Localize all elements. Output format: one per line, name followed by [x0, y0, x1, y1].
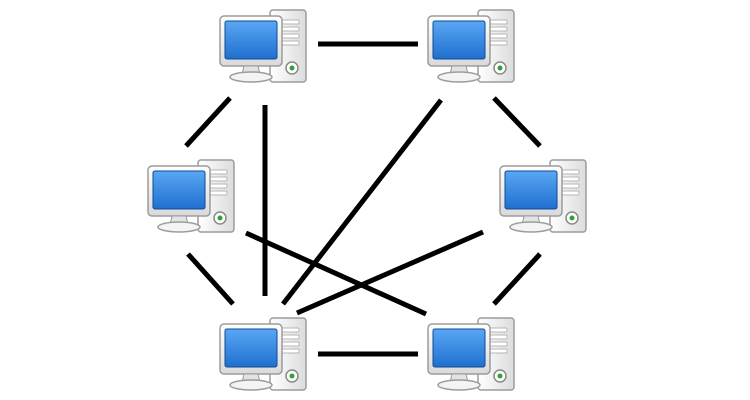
power-indicator	[289, 65, 295, 71]
monitor	[219, 15, 283, 83]
monitor-screen	[504, 170, 558, 210]
power-indicator	[217, 215, 223, 221]
power-indicator	[289, 373, 295, 379]
computer-node-middle-left	[147, 159, 235, 233]
connection-links	[184, 41, 542, 357]
computer-node-top-right	[427, 9, 515, 83]
monitor-screen	[432, 20, 486, 60]
monitor	[499, 165, 563, 233]
link-middle-left-to-bottom-right	[244, 230, 428, 317]
monitor-stand	[437, 379, 481, 391]
monitor-screen	[152, 170, 206, 210]
monitor-stand	[509, 221, 553, 233]
power-indicator	[569, 215, 575, 221]
monitor-screen	[432, 328, 486, 368]
link-top-right-to-middle-right	[492, 96, 542, 148]
monitor-screen	[224, 328, 278, 368]
link-middle-right-to-bottom-left	[296, 229, 484, 316]
link-middle-right-to-bottom-right	[492, 252, 542, 306]
monitor	[219, 323, 283, 391]
monitor-stand	[229, 71, 273, 83]
monitor	[427, 15, 491, 83]
computer-nodes	[147, 9, 587, 391]
computer-node-bottom-left	[219, 317, 307, 391]
computer-node-top-left	[219, 9, 307, 83]
monitor-screen	[224, 20, 278, 60]
power-indicator	[497, 373, 503, 379]
monitor-stand	[157, 221, 201, 233]
monitor	[147, 165, 211, 233]
link-middle-left-to-bottom-left	[186, 252, 235, 306]
computer-node-bottom-right	[427, 317, 515, 391]
link-top-right-to-bottom-left	[281, 98, 443, 306]
monitor-stand	[437, 71, 481, 83]
monitor	[427, 323, 491, 391]
power-indicator	[497, 65, 503, 71]
monitor-stand	[229, 379, 273, 391]
computer-node-middle-right	[499, 159, 587, 233]
link-top-left-to-middle-left	[184, 96, 232, 148]
